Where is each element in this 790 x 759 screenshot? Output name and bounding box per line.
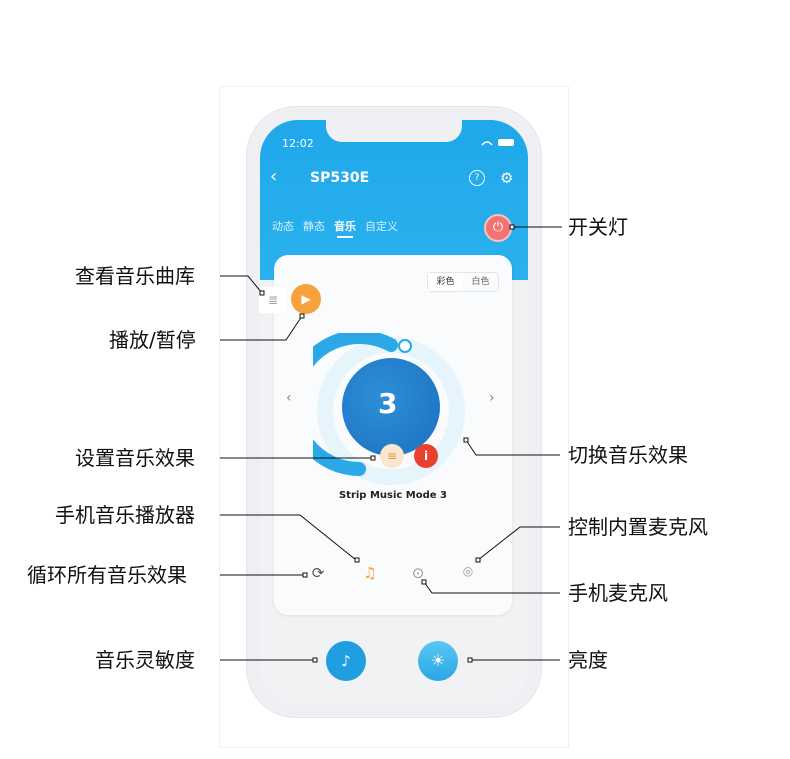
callout-sensitivity: 音乐灵敏度 <box>95 648 195 672</box>
tab-static[interactable]: 静态 <box>303 220 325 233</box>
color-mode-white[interactable]: 白色 <box>471 277 490 287</box>
signal-battery-icon <box>481 139 514 146</box>
equalizer-icon: ≡ <box>386 449 398 463</box>
music-note-icon[interactable]: ♫ <box>363 564 377 582</box>
callout-phone-player: 手机音乐播放器 <box>55 503 195 527</box>
cycle-icon[interactable]: ⟳ <box>311 564 325 582</box>
callout-power: 开关灯 <box>568 215 628 239</box>
page-title: SP530E <box>310 170 370 186</box>
tab-custom[interactable]: 自定义 <box>365 220 398 233</box>
playlist-icon: ≣ <box>267 293 279 307</box>
equalizer-button[interactable]: ≡ <box>380 444 404 468</box>
app-header-background <box>260 120 528 280</box>
figure-frame <box>219 86 569 748</box>
help-icon[interactable]: ? <box>469 170 485 186</box>
callout-play-pause: 播放/暂停 <box>109 328 196 352</box>
tab-music[interactable]: 音乐 <box>334 220 356 238</box>
brightness-button[interactable]: ☀ <box>418 641 458 681</box>
microphone-icon[interactable]: ⊙ <box>411 564 425 582</box>
callout-internal-mic: 控制内置麦克风 <box>568 515 708 539</box>
callout-brightness: 亮度 <box>568 648 608 672</box>
play-pause-button[interactable]: ▶ <box>291 284 321 314</box>
callout-phone-mic: 手机麦克风 <box>568 581 668 605</box>
status-icons <box>480 137 520 150</box>
next-mode-icon[interactable]: › <box>489 390 495 406</box>
internal-mic-icon[interactable]: ◎ <box>462 564 474 578</box>
mode-tabs: 动态 静态 音乐 自定义 <box>272 218 398 238</box>
color-mode-color[interactable]: 彩色 <box>428 273 463 291</box>
info-button[interactable]: i <box>414 444 438 468</box>
callout-switch-effect: 切换音乐效果 <box>568 443 688 467</box>
mode-number: 3 <box>378 387 398 420</box>
color-mode-toggle: 彩色 白色 <box>427 272 499 292</box>
mode-dial[interactable] <box>313 333 469 489</box>
power-icon: ⏻ <box>492 220 504 235</box>
play-icon: ▶ <box>301 292 311 306</box>
callout-library: 查看音乐曲库 <box>75 264 195 288</box>
tab-dynamic[interactable]: 动态 <box>272 220 294 233</box>
prev-mode-icon[interactable]: ‹ <box>286 390 292 406</box>
sensitivity-icon: ♪ <box>341 652 351 670</box>
sensitivity-button[interactable]: ♪ <box>326 641 366 681</box>
mode-disc <box>342 358 440 456</box>
callout-set-effect: 设置音乐效果 <box>75 446 195 470</box>
status-time: 12:02 <box>282 137 314 150</box>
mode-name: Strip Music Mode 3 <box>338 490 448 501</box>
gear-icon[interactable]: ⚙ <box>500 169 514 187</box>
sun-icon: ☀ <box>430 651 446 670</box>
notch <box>326 120 462 142</box>
back-icon[interactable]: ‹ <box>270 166 278 187</box>
callout-cycle-all: 循环所有音乐效果 <box>27 563 187 587</box>
